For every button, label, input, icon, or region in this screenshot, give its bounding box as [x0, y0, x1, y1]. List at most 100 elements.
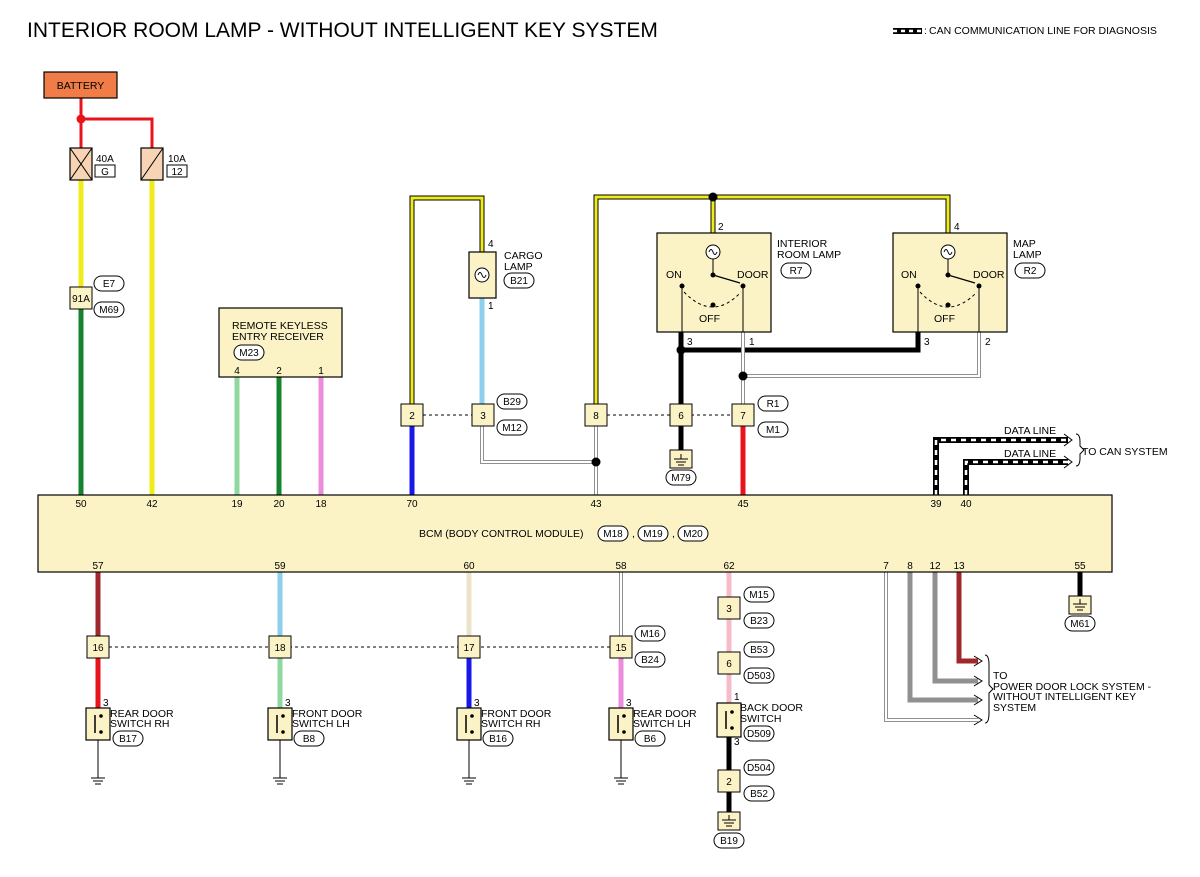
- ground-icon: [91, 777, 105, 785]
- component-name: SWITCH LH: [633, 718, 691, 730]
- switch-on-label: ON: [666, 269, 682, 281]
- remote-keyless-entry-receiver: REMOTE KEYLESS ENTRY RECEIVER M23 4 2 1: [218, 307, 343, 378]
- pin-number: 3: [285, 698, 291, 709]
- legend: : CAN COMMUNICATION LINE FOR DIAGNOSIS: [893, 25, 1157, 37]
- junction-dot: [676, 345, 686, 355]
- connector-id: M79: [671, 473, 691, 484]
- interior-room-lamp: ON DOOR OFF 2 3 1 INTERIOR ROOM LAMP R7: [656, 222, 841, 348]
- fuse-40a: 40A G: [69, 147, 116, 181]
- page-title: INTERIOR ROOM LAMP - WITHOUT INTELLIGENT…: [27, 19, 658, 42]
- connector-id: B23: [750, 616, 768, 627]
- pin-number: 3: [924, 337, 930, 348]
- component-name: SWITCH RH: [110, 718, 170, 730]
- component-name: SWITCH: [740, 713, 781, 725]
- wire-lamp-grey: [743, 332, 981, 378]
- component-name: LAMP: [504, 261, 533, 273]
- pin-number: 13: [953, 561, 965, 572]
- connector-id: B21: [510, 276, 528, 287]
- wire-pdl-12: [932, 572, 978, 684]
- map-lamp: ON DOOR OFF 4 3 2 MAP LAMP R2: [892, 222, 1046, 348]
- pin-number: 18: [315, 499, 327, 510]
- switch-door-label: DOOR: [973, 269, 1005, 281]
- wire-cargo-yellow: [409, 195, 485, 404]
- arrow-icon: [1063, 433, 1073, 447]
- pin-number: 1: [749, 337, 755, 348]
- ground-icon: [1073, 599, 1087, 611]
- pin-number: 39: [930, 499, 942, 510]
- inline-connector-top-left: 2 3 B29 M12: [400, 393, 528, 436]
- pin-number: 7: [740, 411, 746, 422]
- connector-id: B24: [641, 655, 659, 666]
- wire-can-40: [963, 459, 1068, 495]
- pin-number: 1: [488, 301, 494, 312]
- pin-number: 8: [907, 561, 913, 572]
- data-line-label: DATA LINE: [1004, 448, 1056, 460]
- pin-number: 3: [726, 604, 732, 615]
- arrow-icon: [973, 694, 983, 706]
- wire-pdl-13: [956, 572, 978, 664]
- wire-battery-red: [79, 98, 154, 148]
- pin-number: 58: [615, 561, 627, 572]
- pin-number: 3: [734, 737, 740, 748]
- wire-pdl-7-in: [885, 572, 978, 721]
- arrow-icon: [973, 714, 983, 726]
- switch-blade: [712, 274, 741, 284]
- inline-connector-top-right: 8 6 7 R1 M1: [584, 395, 789, 438]
- joint-91a-label: 91A: [72, 294, 90, 305]
- fuse-40a-code: G: [101, 167, 109, 178]
- ground-icon: [674, 454, 688, 466]
- wire-can-40-dash: [964, 460, 1068, 495]
- battery: BATTERY: [43, 71, 118, 99]
- pin-number: 2: [726, 777, 732, 788]
- connector-id: B17: [119, 734, 137, 745]
- pin-number: 3: [474, 698, 480, 709]
- connector-id: B29: [503, 397, 521, 408]
- fuse-10a: 10A 12: [140, 147, 188, 181]
- joint-connector-91a: 91A E7 M69: [69, 275, 125, 318]
- connector-id: R2: [1024, 266, 1037, 277]
- pin-number: 4: [234, 366, 240, 377]
- junction-dot: [738, 371, 748, 381]
- pin-number: 60: [463, 561, 475, 572]
- pin-number: 3: [626, 698, 632, 709]
- battery-label: BATTERY: [57, 80, 104, 92]
- switch-ground-wires: [97, 740, 622, 778]
- can-system-labels: DATA LINE DATA LINE TO CAN SYSTEM: [1004, 425, 1168, 469]
- front-door-switch-lh: 3 FRONT DOOR SWITCH LH B8: [267, 698, 363, 785]
- connector-id: M19: [643, 529, 663, 540]
- bcm-label: BCM (BODY CONTROL MODULE): [419, 528, 584, 540]
- connector-id: D509: [747, 729, 771, 740]
- pin-number: 3: [480, 411, 486, 422]
- connector-id: M69: [99, 305, 119, 316]
- connector-id: B52: [750, 789, 768, 800]
- pin-number: 2: [985, 337, 991, 348]
- connector-id: B53: [750, 645, 768, 656]
- connector-id: M1: [766, 425, 780, 436]
- wire-pdl-8: [907, 572, 978, 703]
- connector-id: B16: [489, 734, 507, 745]
- pin-number: 4: [954, 222, 960, 233]
- pin-number: 45: [737, 499, 749, 510]
- switch-on-label: ON: [901, 269, 917, 281]
- wire-top-yellow-fill: [594, 195, 950, 404]
- component-name: LAMP: [1013, 249, 1042, 261]
- pin-number: 6: [726, 659, 732, 670]
- component-name: REMOTE KEYLESS: [232, 320, 328, 332]
- component-name: MAP: [1013, 238, 1036, 250]
- bcm-module: BCM (BODY CONTROL MODULE) M18 , M19 , M2…: [37, 494, 1113, 573]
- wire-can-39-dash: [934, 438, 1068, 495]
- pin-number: 2: [276, 366, 282, 377]
- connector-id: M23: [239, 348, 259, 359]
- pin-number: 42: [146, 499, 158, 510]
- connector-id: D504: [747, 763, 771, 774]
- connector-id: D503: [747, 671, 771, 682]
- component-name: REAR DOOR: [110, 708, 174, 720]
- connector-id: B8: [303, 734, 316, 745]
- ground-icon: [614, 777, 628, 785]
- arrow-icon: [973, 655, 983, 667]
- rear-door-switch-rh: 3 REAR DOOR SWITCH RH B17: [85, 698, 174, 785]
- wires: [78, 98, 1083, 812]
- fuse-10a-rating: 10A: [168, 154, 186, 165]
- pin-number: 70: [406, 499, 418, 510]
